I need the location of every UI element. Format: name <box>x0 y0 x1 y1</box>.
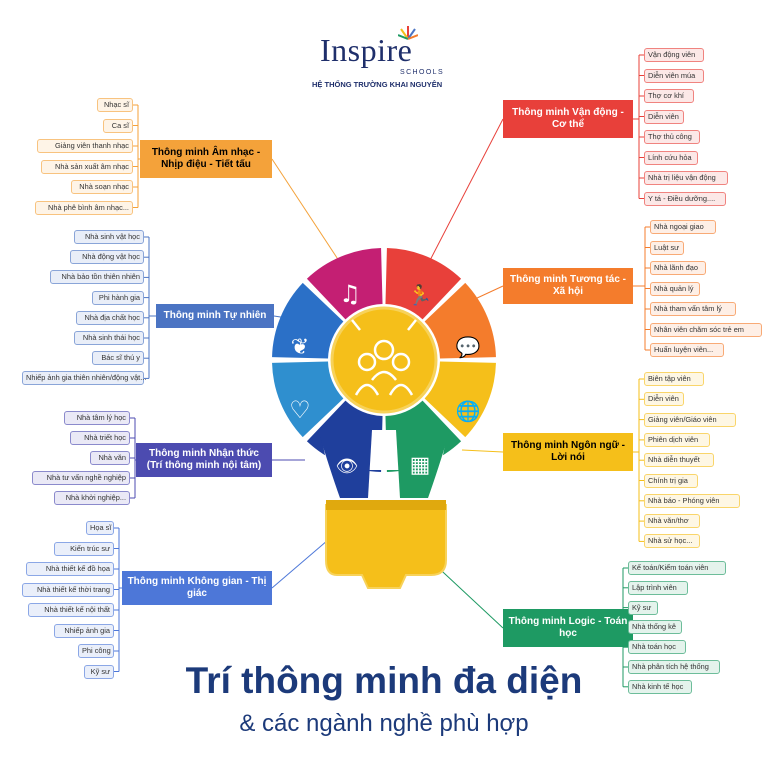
career-item: Nhà sử học... <box>644 534 700 549</box>
heart-icon: ♡ <box>289 396 311 424</box>
career-item: Bác sĩ thú y <box>92 351 144 366</box>
career-item: Nhà thiết kế thời trang <box>22 582 114 597</box>
career-item: Phi hành gia <box>92 290 144 305</box>
career-item: Nhà bảo tồn thiên nhiên <box>50 270 144 285</box>
career-item: Nhà kinh tế học <box>628 679 692 694</box>
career-item: Diễn viên múa <box>644 68 704 83</box>
career-item: Huấn luyện viên... <box>650 343 724 357</box>
career-item: Nhà diễn thuyết <box>644 453 714 468</box>
career-item: Y tá - Điều dưỡng.... <box>644 191 726 206</box>
career-item: Nhà phân tích hệ thống <box>628 660 720 674</box>
career-item: Ca sĩ <box>103 118 133 133</box>
bulb-segment <box>272 361 344 438</box>
career-item: Nhà khởi nghiệp... <box>54 491 130 505</box>
career-item: Chính trị gia <box>644 473 698 488</box>
career-item: Nhà thống kê <box>628 620 682 635</box>
category-motor: Thông minh Vận động - Cơ thể <box>503 100 633 138</box>
calculator-icon: ▦ <box>410 453 431 478</box>
career-item: Nhà lãnh đạo <box>650 261 706 275</box>
career-item: Giảng viên thanh nhạc <box>37 139 133 153</box>
career-item: Biên tập viên <box>644 372 704 386</box>
connector-line <box>271 158 346 271</box>
career-item: Nhà quản lý <box>650 281 700 296</box>
career-item: Lính cứu hỏa <box>644 150 698 165</box>
career-item: Diễn viên <box>644 109 684 124</box>
logo-rays-icon <box>398 26 418 40</box>
category-spatial: Thông minh Không gian - Thị giác <box>122 571 272 605</box>
leaf-icon: ❦ <box>291 335 309 360</box>
career-item: Nhà sinh thái học <box>74 331 144 345</box>
career-item: Vận động viên <box>644 48 704 62</box>
speech-bubbles-icon: 💬 <box>456 335 481 359</box>
connector-line <box>271 539 329 589</box>
career-item: Nhà triết học <box>70 431 130 445</box>
category-music: Thông minh Âm nhạc - Nhịp điệu - Tiết tấ… <box>140 140 272 178</box>
running-person-icon: 🏃 <box>408 283 433 307</box>
bulb-segment <box>272 282 344 359</box>
connector-line <box>424 118 504 271</box>
career-item: Nhà thiết kế đồ họa <box>26 562 114 576</box>
career-item: Kế toán/Kiểm toán viên <box>628 561 726 575</box>
bulb-segment <box>306 248 383 320</box>
career-item: Nhà sản xuất âm nhạc <box>41 159 133 174</box>
career-item: Nhà báo - Phóng viên <box>644 493 740 508</box>
career-item: Nhà động vật học <box>70 250 144 265</box>
career-item: Nhà tham vấn tâm lý <box>650 302 736 316</box>
career-item: Lập trình viên <box>628 580 688 595</box>
bulb-segment <box>424 361 496 438</box>
bulb-base <box>325 504 447 589</box>
connector-line <box>461 449 504 453</box>
category-logic: Thông minh Logic - Toán học <box>503 609 633 647</box>
globe-chat-icon: 🌐 <box>456 399 481 423</box>
inspire-schools-logo: Inspire SCHOOLS HỆ THỐNG TRƯỜNG KHAI NGU… <box>312 26 458 92</box>
career-item: Luật sư <box>650 240 684 255</box>
logo-schools-text: SCHOOLS <box>400 69 445 76</box>
subtitle: & các ngành nghề phù hợp <box>239 710 529 737</box>
career-item: Nhiếp ảnh gia thiên nhiên/động vật... <box>22 371 146 386</box>
logo-wordmark: Inspire <box>320 32 413 68</box>
career-item: Nhiếp ảnh gia <box>54 623 114 638</box>
career-item: Nhà sinh vật học <box>74 230 144 244</box>
career-item: Nhà phê bình âm nhạc... <box>35 200 133 215</box>
category-natural: Thông minh Tự nhiên <box>156 304 274 328</box>
career-item: Nhà văn <box>90 451 130 465</box>
career-item: Nhạc sĩ <box>97 98 133 112</box>
happy-people-icon <box>351 319 417 396</box>
career-item: Kiến trúc sư <box>54 541 114 556</box>
category-language: Thông minh Ngôn ngữ - Lời nói <box>503 433 633 471</box>
bulb-segment <box>385 248 462 320</box>
career-item: Kỹ sư <box>628 600 658 615</box>
eye-icon: 👁 <box>336 456 359 477</box>
bulb-base-cap <box>326 500 446 510</box>
career-item: Nhà trị liệu vận động <box>644 171 728 185</box>
career-item: Nhà ngoại giao <box>650 220 716 234</box>
bulb-segment <box>318 430 372 498</box>
career-item: Nhà toán học <box>628 640 686 655</box>
career-item: Kỹ sư <box>84 664 114 679</box>
career-item: Nhà địa chất học <box>76 310 144 325</box>
career-item: Nhà soạn nhạc <box>71 180 133 194</box>
career-item: Họa sĩ <box>86 521 114 535</box>
logo-system-text: HỆ THỐNG TRƯỜNG KHAI NGUYÊN <box>312 80 443 89</box>
career-item: Diễn viên <box>644 392 684 407</box>
career-item: Nhà văn/thơ <box>644 514 700 529</box>
main-title: Trí thông minh đa diện <box>185 660 583 701</box>
career-item: Phi công <box>78 644 114 658</box>
career-item: Thợ thủ công <box>644 130 700 144</box>
career-item: Giảng viên/Giáo viên <box>644 412 736 427</box>
career-item: Nhà tâm lý học <box>64 411 130 425</box>
bulb-segment <box>424 282 496 359</box>
category-cognitive: Thông minh Nhận thức (Trí thông minh nội… <box>136 443 272 477</box>
career-item: Nhân viên chăm sóc trẻ em <box>650 322 762 337</box>
category-interaction: Thông minh Tương tác - Xã hội <box>503 268 633 304</box>
music-note-icon: ♫ <box>339 280 361 308</box>
career-item: Nhà tư vấn nghề nghiệp <box>32 471 130 485</box>
bulb-segment <box>396 430 450 498</box>
career-item: Nhà thiết kế nội thất <box>28 603 114 617</box>
career-item: Phiên dịch viên <box>644 432 710 447</box>
career-item: Thợ cơ khí <box>644 89 694 103</box>
